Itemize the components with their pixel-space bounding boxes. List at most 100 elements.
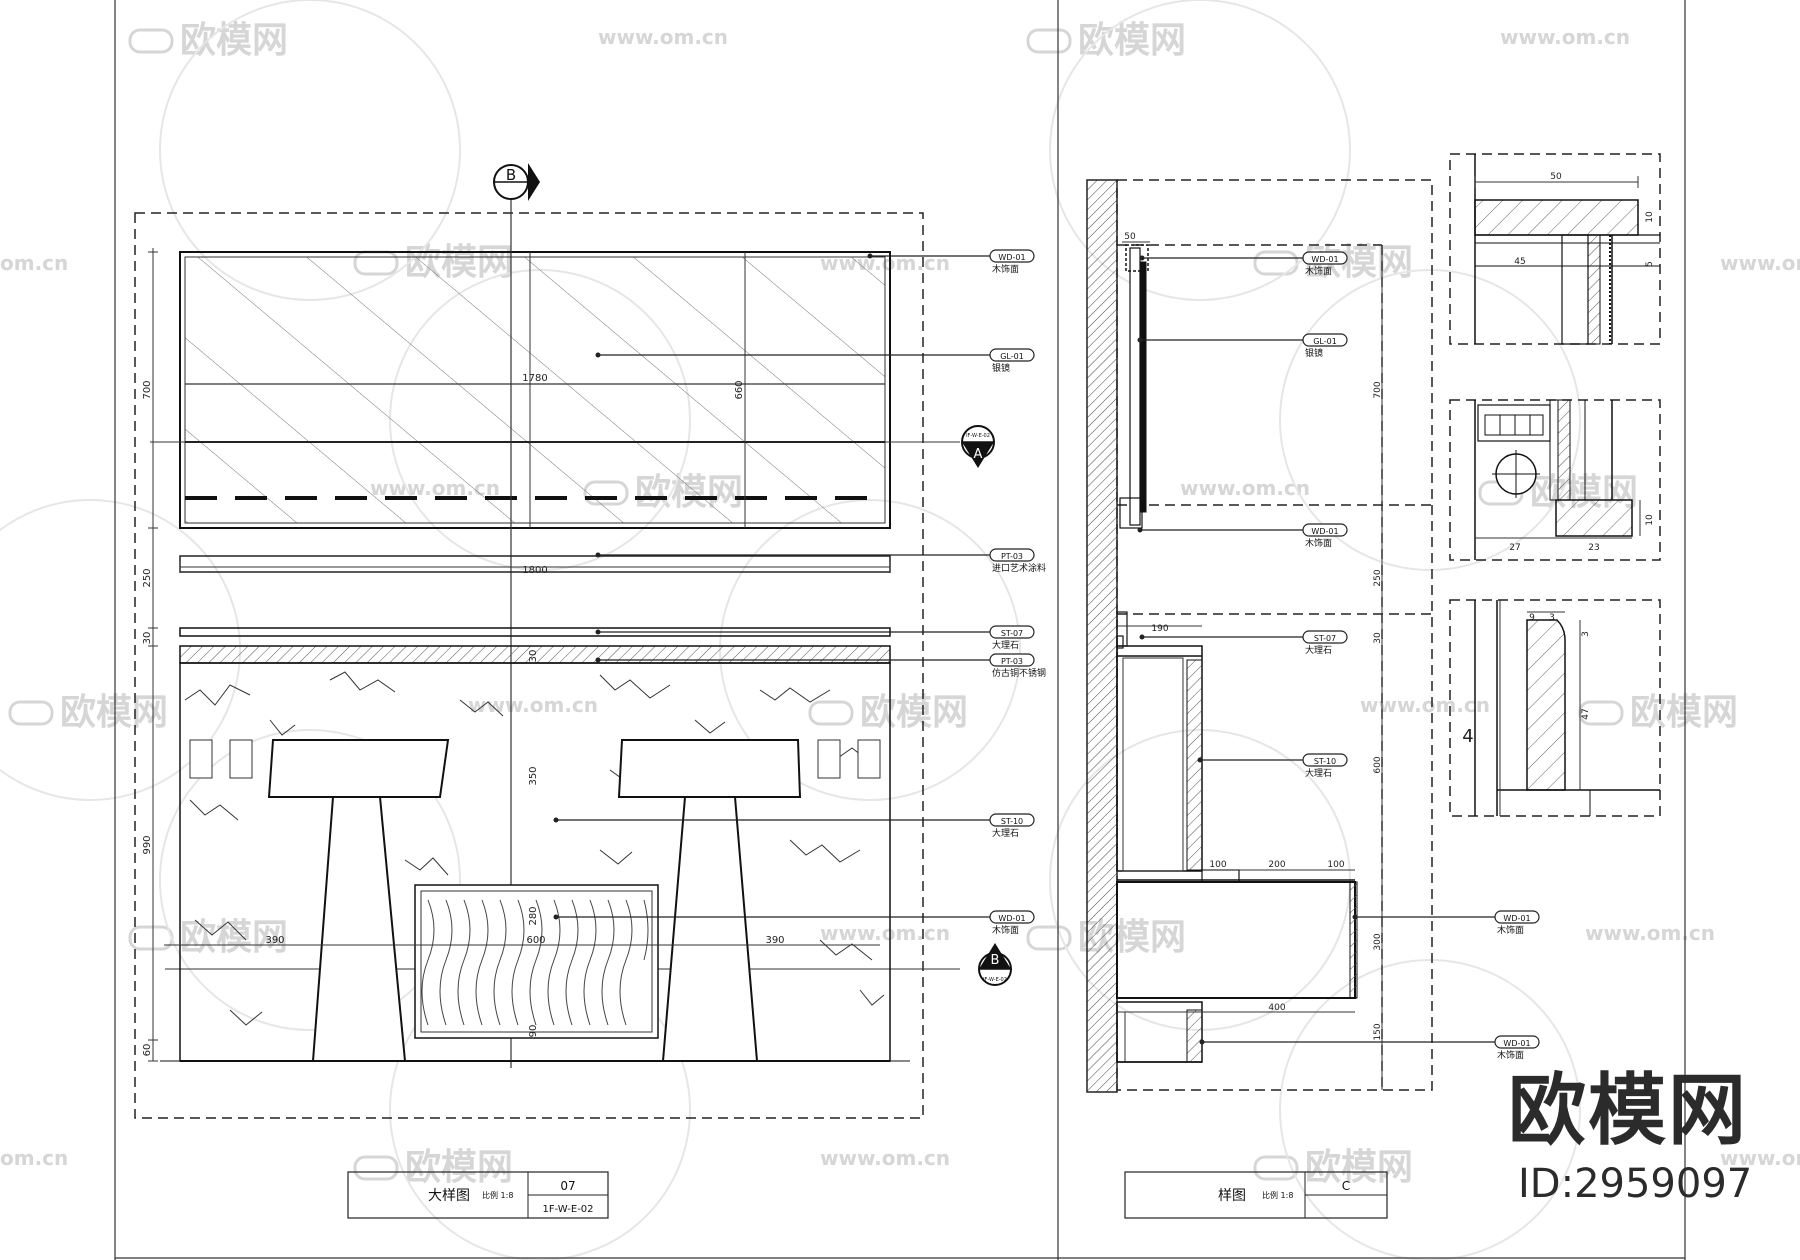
watermark-logo: 欧模网 — [860, 692, 968, 733]
dim-30: 30 — [142, 632, 153, 645]
dim-660: 660 — [734, 380, 745, 399]
right-section: 50 700 250 190 30 600 100 200 100 300 40… — [1086, 179, 1540, 1219]
d2-27: 27 — [1509, 543, 1520, 553]
watermark-url: www.om.cn — [1720, 251, 1800, 275]
wall-section — [1086, 179, 1118, 1093]
callout-label: 大理石 — [1305, 644, 1332, 656]
callout-code: PT-03 — [1001, 657, 1023, 666]
callout-code: WD-01 — [1503, 1039, 1530, 1048]
rdim-50: 50 — [1124, 232, 1136, 242]
detail-1: 50 45 10 5 — [1449, 153, 1661, 345]
rdim-250: 250 — [1373, 569, 1383, 586]
watermark-url: www.om.cn — [820, 1146, 950, 1170]
section-marker-b-bottom: B IF-W-E-02 — [978, 943, 1012, 986]
dimension-lines — [148, 248, 891, 1062]
dim-v90: 90 — [528, 1025, 539, 1038]
right-dimension-texts: 50 700 250 190 30 600 100 200 100 300 40… — [1124, 232, 1383, 1041]
dim-250: 250 — [142, 568, 153, 587]
brand-block: 欧模网 ID:2959097 — [1508, 1072, 1798, 1222]
callout-code: WD-01 — [1311, 527, 1338, 536]
callout-label: 大理石 — [992, 639, 1019, 651]
right-scale: 比例 1:8 — [1262, 1190, 1293, 1200]
left-lamp — [267, 739, 450, 1062]
brand-logo-text: 欧模网 — [1508, 1066, 1749, 1156]
right-dimension-lines — [1117, 241, 1383, 1090]
left-dimension-texts: 1780 1800 700 250 30 990 60 660 30 350 2… — [142, 373, 785, 1056]
callout-code: ST-10 — [1314, 757, 1336, 766]
marker-ref-right: IF-W-E-02 — [966, 433, 990, 439]
callout-label: 木饰面 — [1497, 1049, 1524, 1061]
mirror-panel — [179, 251, 891, 529]
rdim-600: 600 — [1373, 756, 1383, 773]
watermark-url: www.om.cn — [1585, 921, 1715, 945]
callout-code: WD-01 — [1311, 255, 1338, 264]
dim-600: 600 — [526, 935, 545, 946]
wood-panel — [414, 884, 659, 1039]
d2-10: 10 — [1645, 514, 1655, 526]
watermark-logo: 欧模网 — [1078, 20, 1186, 61]
marker-letter-top: B — [506, 166, 516, 184]
rdim-100-a: 100 — [1209, 860, 1226, 870]
callout-code: GL-01 — [1000, 352, 1024, 361]
dim-390-right: 390 — [765, 935, 784, 946]
section-marker-b-top: B — [493, 163, 540, 201]
callout-label: 进口艺术涂料 — [992, 562, 1046, 574]
d1-10: 10 — [1645, 211, 1655, 223]
watermark-url-cut: om.cn — [0, 1146, 68, 1170]
watermark-url: www.om.cn — [468, 693, 598, 717]
callout-label: 仿古铜不锈钢 — [992, 667, 1046, 679]
d2-23: 23 — [1588, 543, 1599, 553]
rdim-150: 150 — [1373, 1023, 1383, 1040]
rdim-100-b: 100 — [1327, 860, 1344, 870]
section-marker-a: A IF-W-E-02 — [961, 425, 995, 468]
callout-code: ST-10 — [1001, 817, 1023, 826]
d3-3: 3 — [1549, 613, 1555, 623]
detail-3: 9 3 3 47 4 — [1449, 599, 1661, 817]
rdim-700: 700 — [1373, 381, 1383, 398]
left-elevation: B A IF-W-E-02 B IF-W-E-02 1780 1800 700 … — [134, 163, 1046, 1219]
marker-ref-bottom: IF-W-E-02 — [983, 977, 1007, 983]
d1-50: 50 — [1550, 172, 1562, 182]
left-sheet-ref: 1F-W-E-02 — [542, 1204, 593, 1215]
callout-label: 大理石 — [992, 827, 1019, 839]
rdim-30: 30 — [1373, 632, 1383, 644]
rdim-200: 200 — [1268, 860, 1285, 870]
watermark-url: www.om.cn — [1360, 693, 1490, 717]
callout-label: 木饰面 — [992, 263, 1019, 275]
watermark-url: www.om.cn — [1180, 476, 1310, 500]
dim-v280: 280 — [528, 906, 539, 925]
wall-sockets — [189, 739, 881, 779]
sheet-borders — [114, 0, 1686, 1260]
marker-letter-bottom: B — [991, 953, 1000, 968]
rdim-190: 190 — [1151, 624, 1168, 634]
dim-390-left: 390 — [265, 935, 284, 946]
right-title: 样图 — [1218, 1188, 1246, 1204]
callout-code: PT-03 — [1001, 552, 1023, 561]
dim-990: 990 — [142, 835, 153, 854]
callout-code: WD-01 — [998, 253, 1025, 262]
dim-v30: 30 — [528, 650, 539, 663]
callout-code: ST-07 — [1314, 634, 1336, 643]
left-title-block: 大样图 比例 1:8 07 1F-W-E-02 — [347, 1171, 609, 1219]
callout-label: 木饰面 — [1305, 537, 1332, 549]
watermark-logo: 欧模网 — [180, 917, 288, 958]
watermark-logo: 欧模网 — [60, 692, 168, 733]
right-callouts: WD-01木饰面GL-01银镜WD-01木饰面ST-07大理石ST-10大理石W… — [1137, 251, 1540, 1061]
left-scale: 比例 1:8 — [482, 1190, 513, 1200]
dim-1800: 1800 — [522, 565, 547, 576]
callout-label: 木饰面 — [1305, 265, 1332, 277]
d3-3v: 3 — [1581, 631, 1591, 637]
callout-label: 银镜 — [992, 362, 1010, 374]
